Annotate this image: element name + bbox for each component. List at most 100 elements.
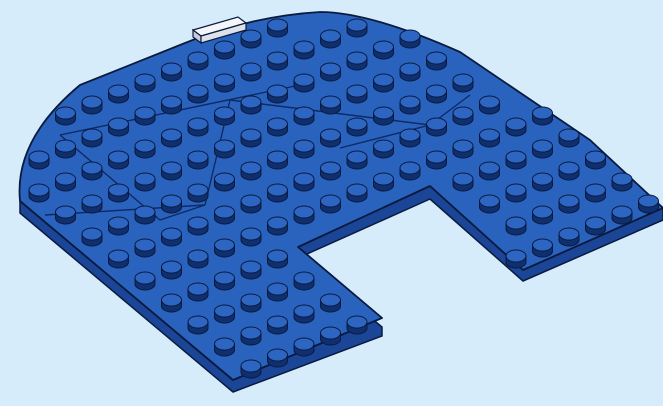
stud	[321, 294, 341, 312]
stud	[215, 239, 235, 257]
stud	[241, 96, 261, 114]
stud	[321, 96, 341, 114]
stud	[162, 162, 182, 180]
stud	[215, 140, 235, 158]
stud	[56, 140, 76, 158]
stud	[612, 206, 632, 224]
stud	[268, 151, 288, 169]
stud	[400, 96, 420, 114]
stud	[294, 305, 314, 323]
stud	[56, 173, 76, 191]
stud	[188, 184, 208, 202]
stud	[135, 239, 155, 257]
stud	[400, 63, 420, 81]
stud	[162, 96, 182, 114]
stud	[347, 151, 367, 169]
stud	[268, 85, 288, 103]
stud	[215, 107, 235, 125]
stud	[241, 195, 261, 213]
stud	[135, 206, 155, 224]
stud	[321, 327, 341, 345]
stud	[453, 173, 473, 191]
stud	[347, 85, 367, 103]
stud	[374, 140, 394, 158]
stud	[427, 85, 447, 103]
stud	[215, 41, 235, 59]
stud	[82, 195, 102, 213]
stud	[347, 118, 367, 136]
stud	[82, 96, 102, 114]
stud	[82, 228, 102, 246]
stud	[533, 206, 553, 224]
stud	[427, 118, 447, 136]
stud	[321, 162, 341, 180]
stud	[400, 30, 420, 48]
stud	[533, 140, 553, 158]
stud	[506, 118, 526, 136]
stud	[347, 316, 367, 334]
stud	[347, 184, 367, 202]
stud	[109, 85, 129, 103]
stud	[215, 74, 235, 92]
stud	[294, 74, 314, 92]
stud	[241, 63, 261, 81]
stud	[374, 41, 394, 59]
stud	[109, 151, 129, 169]
stud	[109, 184, 129, 202]
stud	[188, 316, 208, 334]
stud	[268, 52, 288, 70]
stud	[294, 140, 314, 158]
stud	[400, 129, 420, 147]
stud	[215, 272, 235, 290]
stud	[453, 140, 473, 158]
stud	[400, 162, 420, 180]
stud	[215, 206, 235, 224]
stud	[162, 261, 182, 279]
stud	[56, 206, 76, 224]
stud	[294, 272, 314, 290]
stud	[241, 327, 261, 345]
stud	[586, 184, 606, 202]
stud	[109, 118, 129, 136]
stud	[241, 360, 261, 378]
stud	[586, 151, 606, 169]
stud	[639, 195, 659, 213]
stud	[188, 151, 208, 169]
stud	[241, 261, 261, 279]
stud	[135, 74, 155, 92]
stud	[533, 173, 553, 191]
stud	[480, 162, 500, 180]
stud	[347, 19, 367, 37]
stud	[188, 217, 208, 235]
stud	[533, 107, 553, 125]
stud	[374, 173, 394, 191]
stud	[321, 129, 341, 147]
stud	[453, 74, 473, 92]
stud	[188, 283, 208, 301]
stud	[162, 63, 182, 81]
stud	[321, 195, 341, 213]
stud	[559, 195, 579, 213]
stud	[241, 129, 261, 147]
stud	[135, 272, 155, 290]
stud	[294, 338, 314, 356]
stud	[559, 228, 579, 246]
stud	[188, 118, 208, 136]
stud	[321, 63, 341, 81]
stud	[268, 118, 288, 136]
stud	[506, 184, 526, 202]
stud	[506, 250, 526, 268]
stud	[268, 283, 288, 301]
stud	[480, 96, 500, 114]
stud	[241, 294, 261, 312]
stud	[29, 184, 49, 202]
stud	[162, 129, 182, 147]
stud	[241, 162, 261, 180]
stud	[321, 30, 341, 48]
stud	[268, 316, 288, 334]
stud	[29, 151, 49, 169]
stud	[453, 107, 473, 125]
stud	[215, 338, 235, 356]
